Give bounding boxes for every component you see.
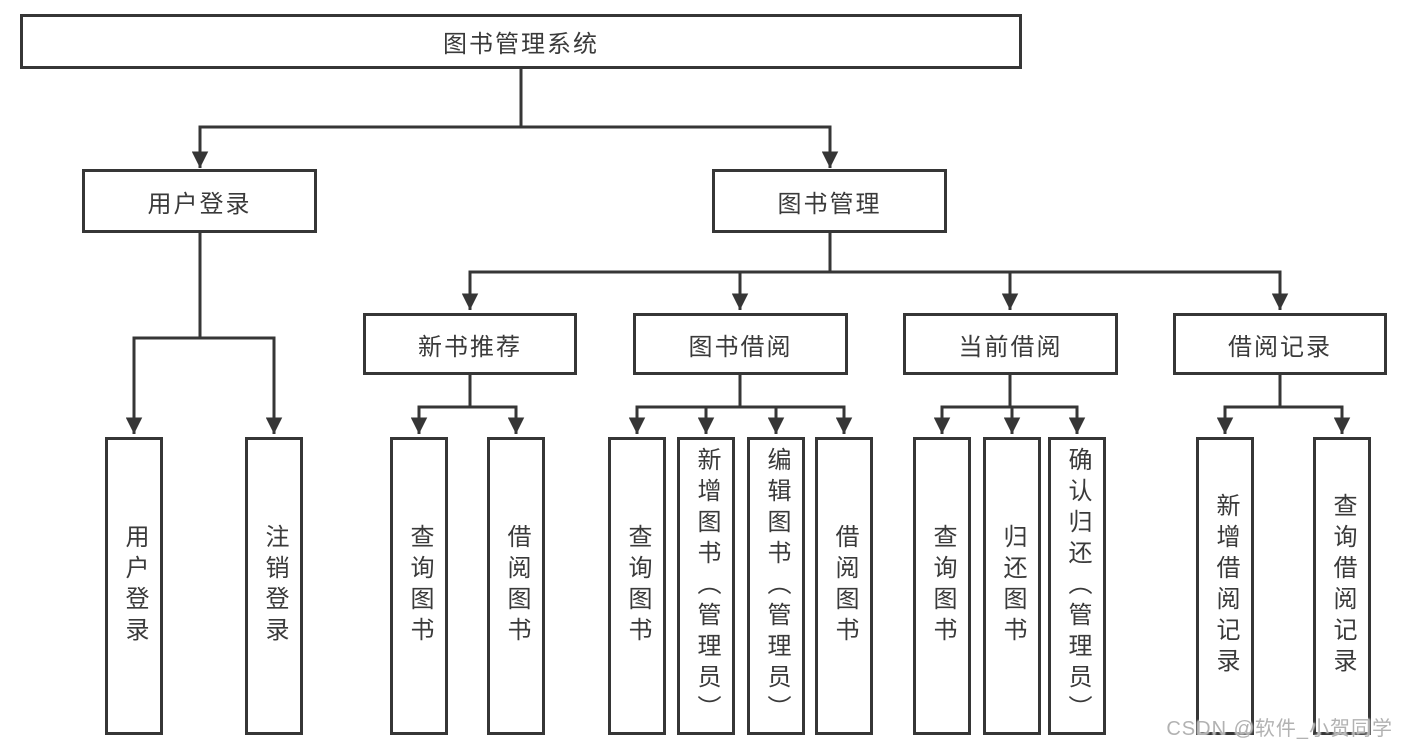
leaf-query-books-borrow: 查询图书 (608, 437, 666, 735)
leaf-label: 新增图书（管理员） (693, 446, 720, 726)
node-library-management-system: 图书管理系统 (20, 14, 1022, 69)
leaf-add-borrow-record: 新增借阅记录 (1196, 437, 1254, 735)
leaf-return-book: 归还图书 (983, 437, 1041, 735)
leaf-label: 查询图书 (406, 524, 433, 648)
leaf-label: 借阅图书 (831, 524, 858, 648)
leaf-user-login: 用户登录 (105, 437, 163, 735)
leaf-edit-book-admin: 编辑图书（管理员） (747, 437, 805, 735)
node-new-book-recommend: 新书推荐 (363, 313, 577, 375)
leaf-label: 编辑图书（管理员） (763, 446, 790, 726)
leaf-label: 查询图书 (929, 524, 956, 648)
csdn-watermark: CSDN @软件_小贺同学 (1166, 718, 1393, 740)
node-borrow-records: 借阅记录 (1173, 313, 1387, 375)
leaf-label: 查询借阅记录 (1329, 493, 1356, 679)
leaf-borrow-books-recommend: 借阅图书 (487, 437, 545, 735)
leaf-logout: 注销登录 (245, 437, 303, 735)
node-user-login: 用户登录 (82, 169, 317, 233)
leaf-confirm-return-admin: 确认归还（管理员） (1048, 437, 1106, 735)
node-book-management: 图书管理 (712, 169, 947, 233)
leaf-label: 确认归还（管理员） (1064, 446, 1091, 726)
leaf-label: 归还图书 (999, 524, 1026, 648)
leaf-label: 查询图书 (624, 524, 651, 648)
node-book-borrow: 图书借阅 (633, 313, 848, 375)
leaf-query-books-current: 查询图书 (913, 437, 971, 735)
node-current-borrow: 当前借阅 (903, 313, 1118, 375)
leaf-label: 注销登录 (261, 524, 288, 648)
leaf-query-borrow-record: 查询借阅记录 (1313, 437, 1371, 735)
leaf-label: 新增借阅记录 (1212, 493, 1239, 679)
leaf-add-book-admin: 新增图书（管理员） (677, 437, 735, 735)
leaf-query-books-recommend: 查询图书 (390, 437, 448, 735)
leaf-borrow-books: 借阅图书 (815, 437, 873, 735)
leaf-label: 借阅图书 (503, 524, 530, 648)
leaf-label: 用户登录 (121, 524, 148, 648)
